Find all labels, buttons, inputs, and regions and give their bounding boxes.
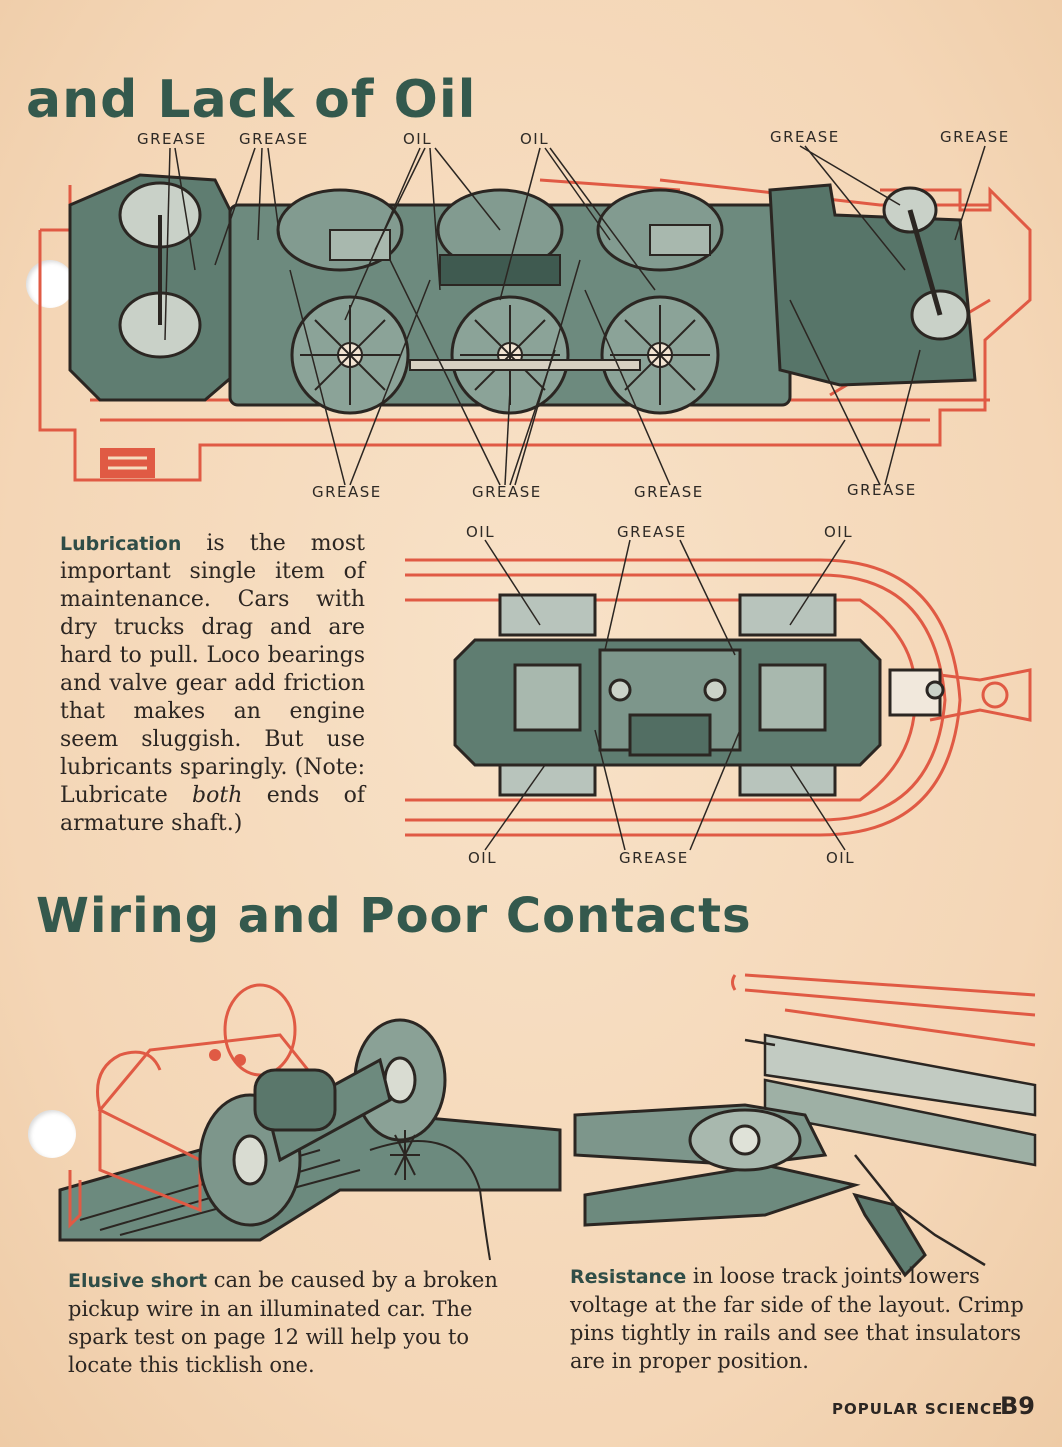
locomotive-underside-diagram bbox=[38, 145, 1032, 486]
publication-name: POPULAR SCIENCE bbox=[832, 1400, 1004, 1418]
truck-label-oil-top-left: OIL bbox=[466, 523, 496, 541]
label-grease-bottom-3: GREASE bbox=[634, 483, 704, 501]
elusive-short-lead: Elusive short bbox=[68, 1270, 208, 1292]
loco-vent-grille bbox=[100, 448, 155, 478]
label-grease-top-3: GREASE bbox=[770, 128, 840, 146]
lubrication-lead: Lubrication bbox=[60, 533, 182, 555]
resistance-caption: Resistance in loose track joints lowers … bbox=[570, 1262, 1038, 1375]
lubrication-text: is the most important single item of mai… bbox=[60, 531, 365, 808]
leader-lines-top bbox=[164, 145, 986, 486]
crimp-rail-pins-illustration bbox=[573, 973, 1037, 1278]
car-truck-diagram bbox=[405, 539, 1032, 851]
label-grease-bottom-1: GREASE bbox=[312, 483, 382, 501]
resistance-text: in loose track joints lowers voltage at … bbox=[570, 1264, 1024, 1373]
label-grease-top-1: GREASE bbox=[137, 130, 207, 148]
loco-chassis bbox=[68, 173, 977, 415]
label-grease-bottom-4: GREASE bbox=[847, 481, 917, 499]
heading-lack-of-oil: and Lack of Oil bbox=[26, 70, 477, 130]
label-grease-top-4: GREASE bbox=[940, 128, 1010, 146]
truck-label-oil-bottom-right: OIL bbox=[826, 849, 856, 867]
wheelset bbox=[198, 1018, 447, 1227]
pickup-wire-short-illustration bbox=[58, 983, 562, 1261]
elusive-short-caption: Elusive short can be caused by a broken … bbox=[68, 1266, 538, 1379]
resistance-lead: Resistance bbox=[570, 1266, 687, 1288]
car-truck-assembly bbox=[453, 593, 945, 797]
lubrication-tail: ends of armature shaft.) bbox=[60, 783, 365, 836]
leader-lines-truck bbox=[484, 539, 846, 851]
lubrication-emphasis: both bbox=[192, 783, 243, 808]
page-number: B9 bbox=[1000, 1392, 1035, 1420]
label-oil-top-2: OIL bbox=[520, 130, 550, 148]
pliers bbox=[573, 1103, 927, 1278]
lubrication-paragraph: Lubrication is the most important single… bbox=[60, 530, 365, 838]
label-grease-bottom-2: GREASE bbox=[472, 483, 542, 501]
car-frame-holes bbox=[209, 1049, 246, 1066]
truck-label-oil-bottom-left: OIL bbox=[468, 849, 498, 867]
rail-outline bbox=[731, 973, 1036, 1047]
spark-icon bbox=[390, 1130, 420, 1180]
truck-label-oil-top-right: OIL bbox=[824, 523, 854, 541]
truck-label-grease-top: GREASE bbox=[617, 523, 687, 541]
label-grease-top-2: GREASE bbox=[239, 130, 309, 148]
vent-grille-slots bbox=[108, 456, 147, 470]
truck-label-grease-bottom: GREASE bbox=[619, 849, 689, 867]
binder-hole-bottom bbox=[28, 1110, 76, 1158]
label-oil-top-1: OIL bbox=[403, 130, 433, 148]
heading-wiring-poor-contacts: Wiring and Poor Contacts bbox=[36, 888, 752, 944]
binder-hole-top bbox=[26, 260, 74, 308]
elusive-short-text: can be caused by a broken pickup wire in… bbox=[68, 1268, 498, 1377]
rail-track bbox=[744, 1033, 1037, 1267]
